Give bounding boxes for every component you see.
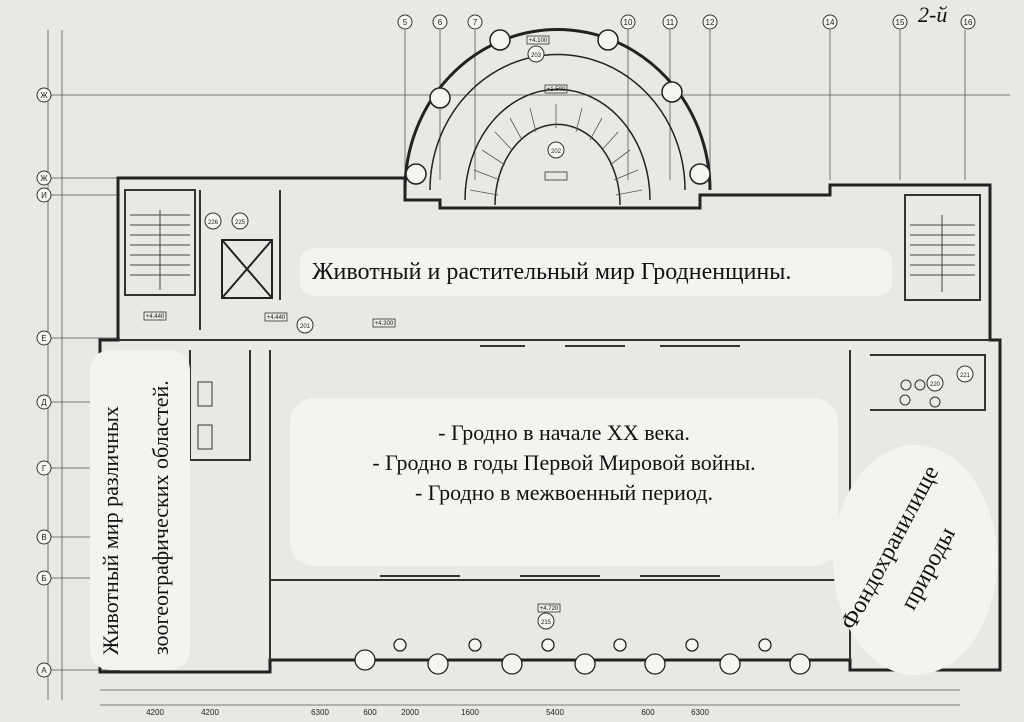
top-axis-markers xyxy=(397,14,976,30)
central-hall-label-1: - Гродно в начале XX века. xyxy=(438,420,690,445)
right-stair xyxy=(910,215,975,292)
dimension-label: 6300 xyxy=(311,708,329,717)
central-hall-labels: - Гродно в начале XX века. - Гродно в го… xyxy=(300,418,828,508)
axis-label: И xyxy=(41,191,47,200)
axis-label: В xyxy=(41,533,46,542)
axis-label: 7 xyxy=(473,18,478,27)
axis-label: А xyxy=(41,666,47,675)
axis-label: Д xyxy=(41,398,47,407)
elevation-mark: +4.440 xyxy=(267,315,286,321)
rotunda-stair-treads xyxy=(469,104,643,196)
room-number: 201 xyxy=(300,324,311,330)
axis-label: Е xyxy=(41,334,46,343)
room-number: 215 xyxy=(541,620,552,626)
room-number: 221 xyxy=(960,373,971,379)
top-hall-label: Животный и растительный мир Гродненщины. xyxy=(312,259,792,285)
elevation-mark: +4.720 xyxy=(540,606,559,612)
rotunda-columns xyxy=(405,29,711,185)
handwritten-sheet-mark: 2-й xyxy=(918,2,948,27)
elevation-boxes xyxy=(143,35,568,613)
axis-label: Б xyxy=(41,574,46,583)
axis-label: 10 xyxy=(624,18,633,27)
dimension-label: 4200 xyxy=(201,708,219,717)
colonnade xyxy=(354,638,811,675)
dimension-label: 2000 xyxy=(401,708,419,717)
central-hall-label-2: - Гродно в годы Первой Мировой войны. xyxy=(372,450,756,475)
axis-label: Ж xyxy=(40,91,48,100)
left-stair xyxy=(130,210,190,290)
room-number: 203 xyxy=(531,53,542,59)
axis-label: 15 xyxy=(896,18,905,27)
axis-label: 12 xyxy=(706,18,715,27)
elevation-mark: +4.100 xyxy=(529,38,548,44)
axis-label: 6 xyxy=(438,18,443,27)
left-hall-label-line-1: Животный мир различных xyxy=(98,406,123,655)
dimension-label: 600 xyxy=(641,708,655,717)
dimension-label: 5400 xyxy=(546,708,564,717)
axis-label: Г xyxy=(42,464,47,473)
central-hall-label-3: - Гродно в межвоенный период. xyxy=(414,480,713,505)
axis-label: 11 xyxy=(666,18,675,27)
elevation-mark: +4.440 xyxy=(146,314,165,320)
dimension-label: 1600 xyxy=(461,708,479,717)
axis-label: 16 xyxy=(964,18,973,27)
room-number: 220 xyxy=(930,382,941,388)
wc-fixtures xyxy=(197,379,941,450)
room-number: 202 xyxy=(551,149,562,155)
dimension-label: 6300 xyxy=(691,708,709,717)
rotunda xyxy=(403,27,712,206)
room-number-circles xyxy=(204,45,974,630)
dimension-label: 4200 xyxy=(146,708,164,717)
left-hall-label-line-2: зоогеографических областей. xyxy=(148,380,173,655)
room-number: 226 xyxy=(208,220,219,226)
axis-label: 5 xyxy=(403,18,408,27)
room-number: 225 xyxy=(235,220,246,226)
elevator-shaft xyxy=(221,239,273,299)
dimension-label: 600 xyxy=(363,708,377,717)
top-axis-labels: 5 6 7 10 11 12 14 15 16 xyxy=(403,18,973,27)
axis-label: 14 xyxy=(826,18,835,27)
left-axis-markers xyxy=(36,87,52,678)
elevation-mark: +1.500 xyxy=(547,87,566,93)
window-marks xyxy=(380,345,740,577)
axis-label: Ж xyxy=(40,174,48,183)
elevation-mark: +4.300 xyxy=(375,321,394,327)
label-backgrounds xyxy=(90,248,997,675)
